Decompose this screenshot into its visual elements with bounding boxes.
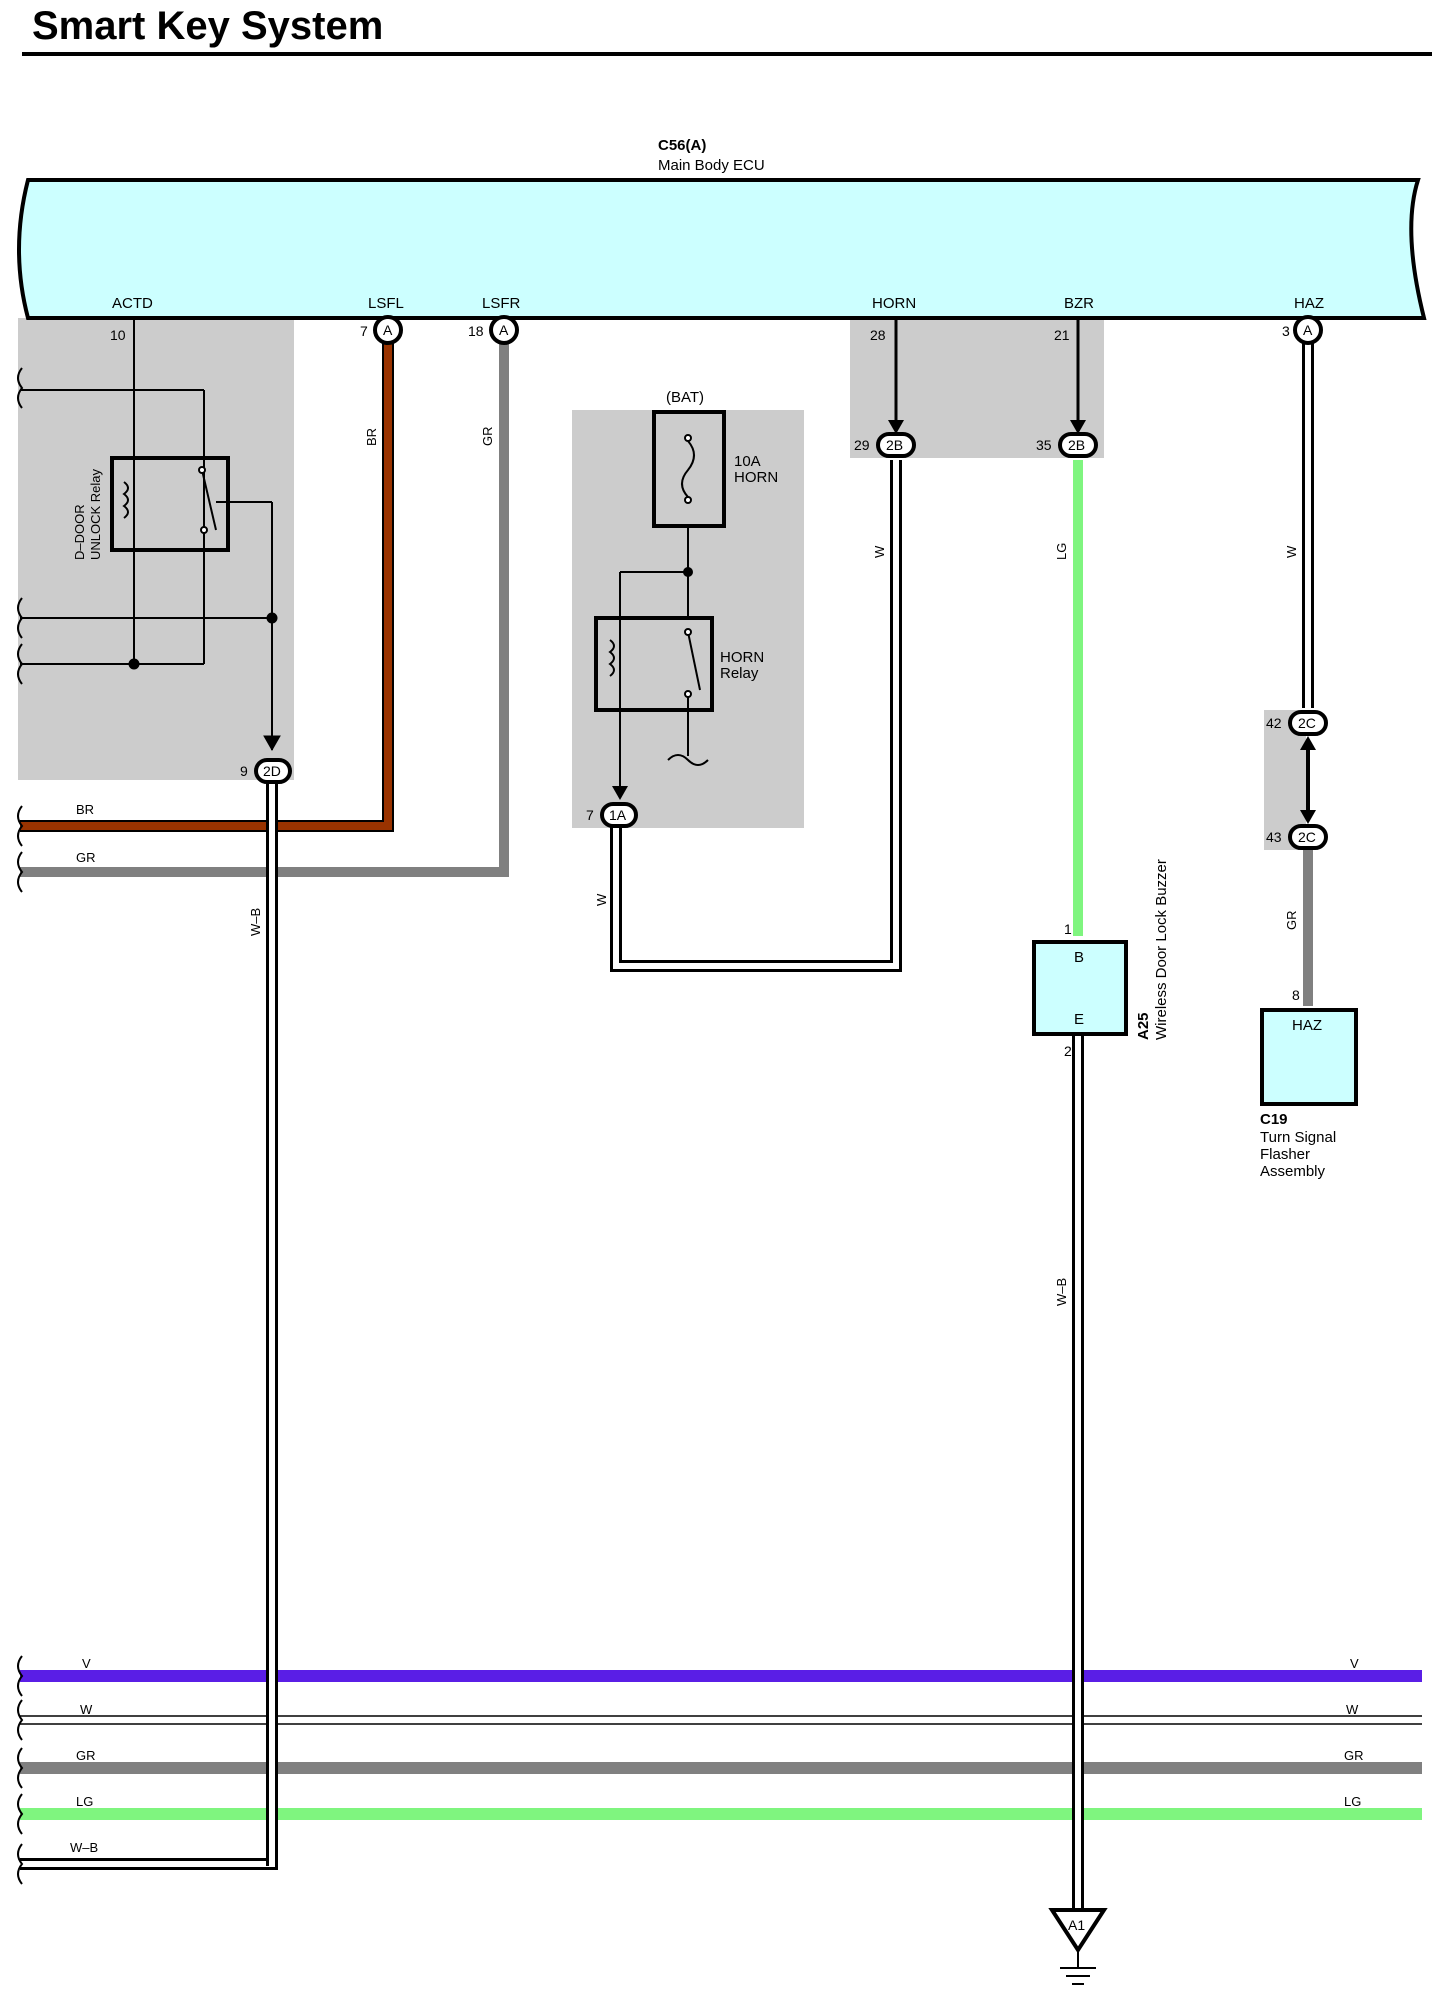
bus-label-w-left: W — [80, 1702, 93, 1717]
pin-j2b-left: 29 — [854, 437, 870, 453]
connector-2c-top-label: 2C — [1298, 715, 1316, 731]
pin-bzr: 21 — [1054, 327, 1070, 343]
terminal-lsfl: LSFL — [368, 295, 404, 312]
pin-lsfr: 18 — [468, 323, 484, 339]
connector-lsfl: A — [373, 315, 403, 345]
bus-label-gr-left: GR — [76, 1748, 96, 1763]
bus-label-v-right: V — [1350, 1656, 1359, 1671]
w-label-horn-relay: W — [594, 893, 609, 906]
connector-lsfr-label: A — [499, 322, 509, 338]
pin-j2c-bottom: 43 — [1266, 829, 1282, 845]
br-label-vertical: BR — [364, 428, 379, 446]
ecu-name: Main Body ECU — [658, 157, 765, 174]
bus-label-wb-left: W–B — [70, 1840, 98, 1855]
terminal-horn: HORN — [872, 295, 916, 312]
fuse-name: HORN — [734, 469, 778, 486]
ground-label: A1 — [1068, 1917, 1085, 1933]
connector-2c-bottom-label: 2C — [1298, 829, 1316, 845]
buzzer-terminal-e: E — [1074, 1011, 1084, 1028]
br-label-left: BR — [76, 802, 94, 817]
connector-2d-label: 2D — [263, 763, 281, 779]
connector-lsfl-label: A — [383, 322, 393, 338]
terminal-haz: HAZ — [1294, 295, 1324, 312]
pin-ddoor: 9 — [240, 763, 248, 779]
flasher-name3: Assembly — [1260, 1163, 1326, 1180]
buzzer-block — [1032, 940, 1128, 1036]
lg-label-vertical: LG — [1054, 543, 1069, 560]
pin-buzzer-b: 1 — [1064, 921, 1072, 937]
pin-horn: 28 — [870, 327, 886, 343]
connector-2b-left-label: 2B — [886, 437, 903, 453]
break-marks-left — [17, 367, 24, 1885]
wire-wb-left-inner — [20, 780, 275, 1867]
ddoor-relay-label1: D–DOOR — [72, 504, 87, 560]
connector-2c-top: 2C 42 — [1266, 710, 1328, 736]
wire-gr — [20, 340, 509, 877]
connector-2b-right-label: 2B — [1068, 437, 1085, 453]
w-label-horn: W — [872, 545, 887, 558]
w-label-haz: W — [1284, 545, 1299, 558]
horn-relay — [594, 526, 714, 800]
wb-label-vertical-ground: W–B — [1054, 1278, 1069, 1306]
gr-label-left: GR — [76, 850, 96, 865]
connector-2b-left: 2B 29 — [854, 432, 916, 458]
pin-lsfl: 7 — [360, 323, 368, 339]
bus-label-lg-right: LG — [1344, 1794, 1361, 1809]
pin-horn-relay: 7 — [586, 807, 594, 823]
bus-label-lg-left: LG — [76, 1794, 93, 1809]
connector-2c-bottom: 2C 43 — [1266, 824, 1328, 850]
flasher-block — [1260, 1008, 1358, 1106]
wire-wb-left — [20, 780, 278, 1870]
ddoor-unlock-relay — [20, 320, 281, 752]
connector-2d: 2D 9 — [240, 758, 292, 784]
ground-symbol — [1048, 1908, 1108, 1985]
pin-haz: 3 — [1282, 323, 1290, 339]
connector-haz-label: A — [1303, 322, 1313, 338]
terminal-lsfr: LSFR — [482, 295, 521, 312]
bus-label-gr-right: GR — [1344, 1748, 1364, 1763]
connector-1a: 1A 7 — [586, 802, 638, 828]
bat-label: (BAT) — [666, 389, 704, 406]
pin-j2b-right: 35 — [1036, 437, 1052, 453]
flasher-code: C19 — [1260, 1111, 1288, 1128]
pin-actd: 10 — [110, 327, 126, 343]
horn-relay-label2: Relay — [720, 665, 759, 682]
flasher-terminal: HAZ — [1292, 1017, 1322, 1034]
ecu-block — [17, 178, 1427, 320]
flasher-name2: Flasher — [1260, 1146, 1310, 1163]
connector-haz: A — [1293, 315, 1323, 345]
ecu-code: C56(A) — [658, 137, 706, 154]
wire-br-color — [20, 340, 392, 830]
buzzer-name: Wireless Door Lock Buzzer — [1153, 859, 1170, 1040]
pin-flasher: 8 — [1292, 987, 1300, 1003]
bus-label-v-left: V — [82, 1656, 91, 1671]
bus-label-w-right: W — [1346, 1702, 1359, 1717]
terminal-actd: ACTD — [112, 295, 153, 312]
fuse-rating: 10A — [734, 453, 761, 470]
horn-relay-label1: HORN — [720, 649, 764, 666]
junction-2b-arrows — [888, 320, 1086, 434]
buzzer-terminal-b: B — [1074, 949, 1084, 966]
gr-label-vertical: GR — [480, 427, 495, 447]
connector-2b-right: 2B 35 — [1036, 432, 1098, 458]
wire-horn-w-inner — [613, 460, 899, 969]
pin-buzzer-e: 2 — [1064, 1043, 1072, 1059]
gr-label-flasher: GR — [1284, 911, 1299, 931]
page-title: Smart Key System — [32, 4, 384, 48]
pin-j2c-top: 42 — [1266, 715, 1282, 731]
connector-1a-label: 1A — [609, 807, 627, 823]
terminal-bzr: BZR — [1064, 295, 1094, 312]
junction-2c-arrows — [1300, 736, 1316, 824]
buzzer-code: A25 — [1135, 1012, 1152, 1040]
flasher-name1: Turn Signal — [1260, 1129, 1336, 1146]
connector-lsfr: A — [489, 315, 519, 345]
title-rule — [22, 52, 1432, 56]
ddoor-relay-label2: UNLOCK Relay — [88, 468, 103, 560]
wb-label-vertical-left: W–B — [248, 908, 263, 936]
